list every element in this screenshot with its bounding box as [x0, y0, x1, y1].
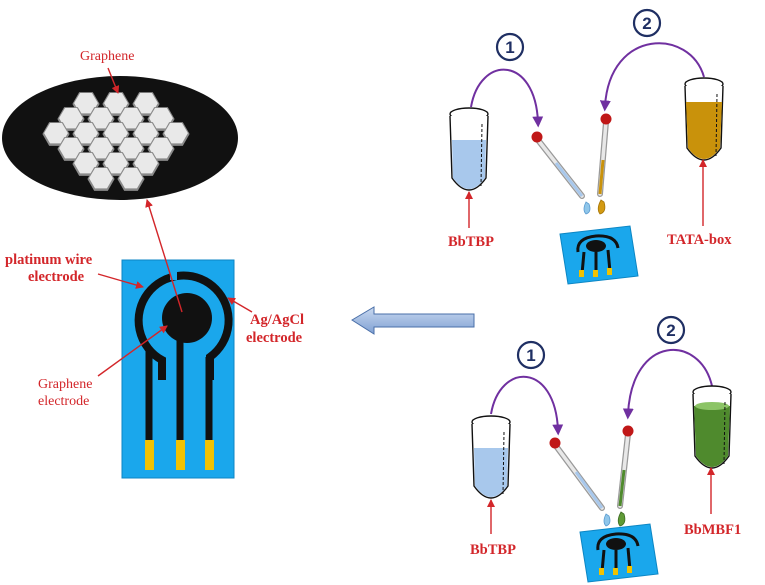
- electrode-to-graphene-arrow: [145, 199, 183, 313]
- top-step1-number: 1: [505, 38, 514, 57]
- bottom-step1-arrow: [490, 376, 564, 436]
- graphene-top-label: Graphene: [80, 49, 134, 64]
- bbtbp-tube-bottom: [471, 415, 511, 499]
- agcl-label-line2: electrode: [246, 330, 303, 346]
- graphene-electrode-label-line1: Graphene: [38, 377, 92, 392]
- top-panel: 1 2 BbTBP TATA-box: [448, 8, 732, 286]
- top-step2-number: 2: [642, 14, 651, 33]
- pipette-top-left: [531, 131, 591, 215]
- bbtbp-tube-top: [449, 107, 489, 191]
- top-step2-arrow: [599, 42, 705, 112]
- pipette-top-right: [597, 113, 612, 215]
- platinum-label-line2: electrode: [28, 269, 85, 285]
- bottom-panel: 1 2 BbTBP BbMBF1: [470, 315, 741, 584]
- graphene-electrode-arrow: [97, 325, 168, 377]
- pipette-bottom-right: [617, 425, 634, 527]
- platinum-arrow: [97, 273, 144, 289]
- graphene-top-arrow: [107, 67, 120, 94]
- tata-box-label: TATA-box: [667, 232, 732, 248]
- agcl-label-line1: Ag/AgCl: [250, 312, 304, 328]
- graphene-lattice-disc: [2, 76, 238, 200]
- bbtbp-top-label: BbTBP: [448, 234, 494, 250]
- top-step1-arrow: [470, 68, 544, 128]
- bbmbf1-tube: [692, 385, 732, 469]
- agcl-arrow: [227, 297, 253, 313]
- pipette-bottom-left: [549, 437, 611, 527]
- bottom-step1-number: 1: [526, 346, 535, 365]
- graphene-electrode-label-line2: electrode: [38, 394, 89, 409]
- bottom-step2-arrow: [622, 349, 713, 420]
- bbmbf1-label: BbMBF1: [684, 522, 741, 538]
- bottom-step2-number: 2: [666, 321, 675, 340]
- mini-electrode-bottom: [578, 522, 660, 584]
- platinum-label-line1: platinum wire: [5, 252, 93, 268]
- tata-box-tube: [684, 77, 724, 161]
- mini-electrode-top: [558, 224, 640, 286]
- bbtbp-bottom-label: BbTBP: [470, 542, 516, 558]
- screen-printed-electrode: [121, 259, 235, 479]
- workflow-arrow: [351, 306, 475, 335]
